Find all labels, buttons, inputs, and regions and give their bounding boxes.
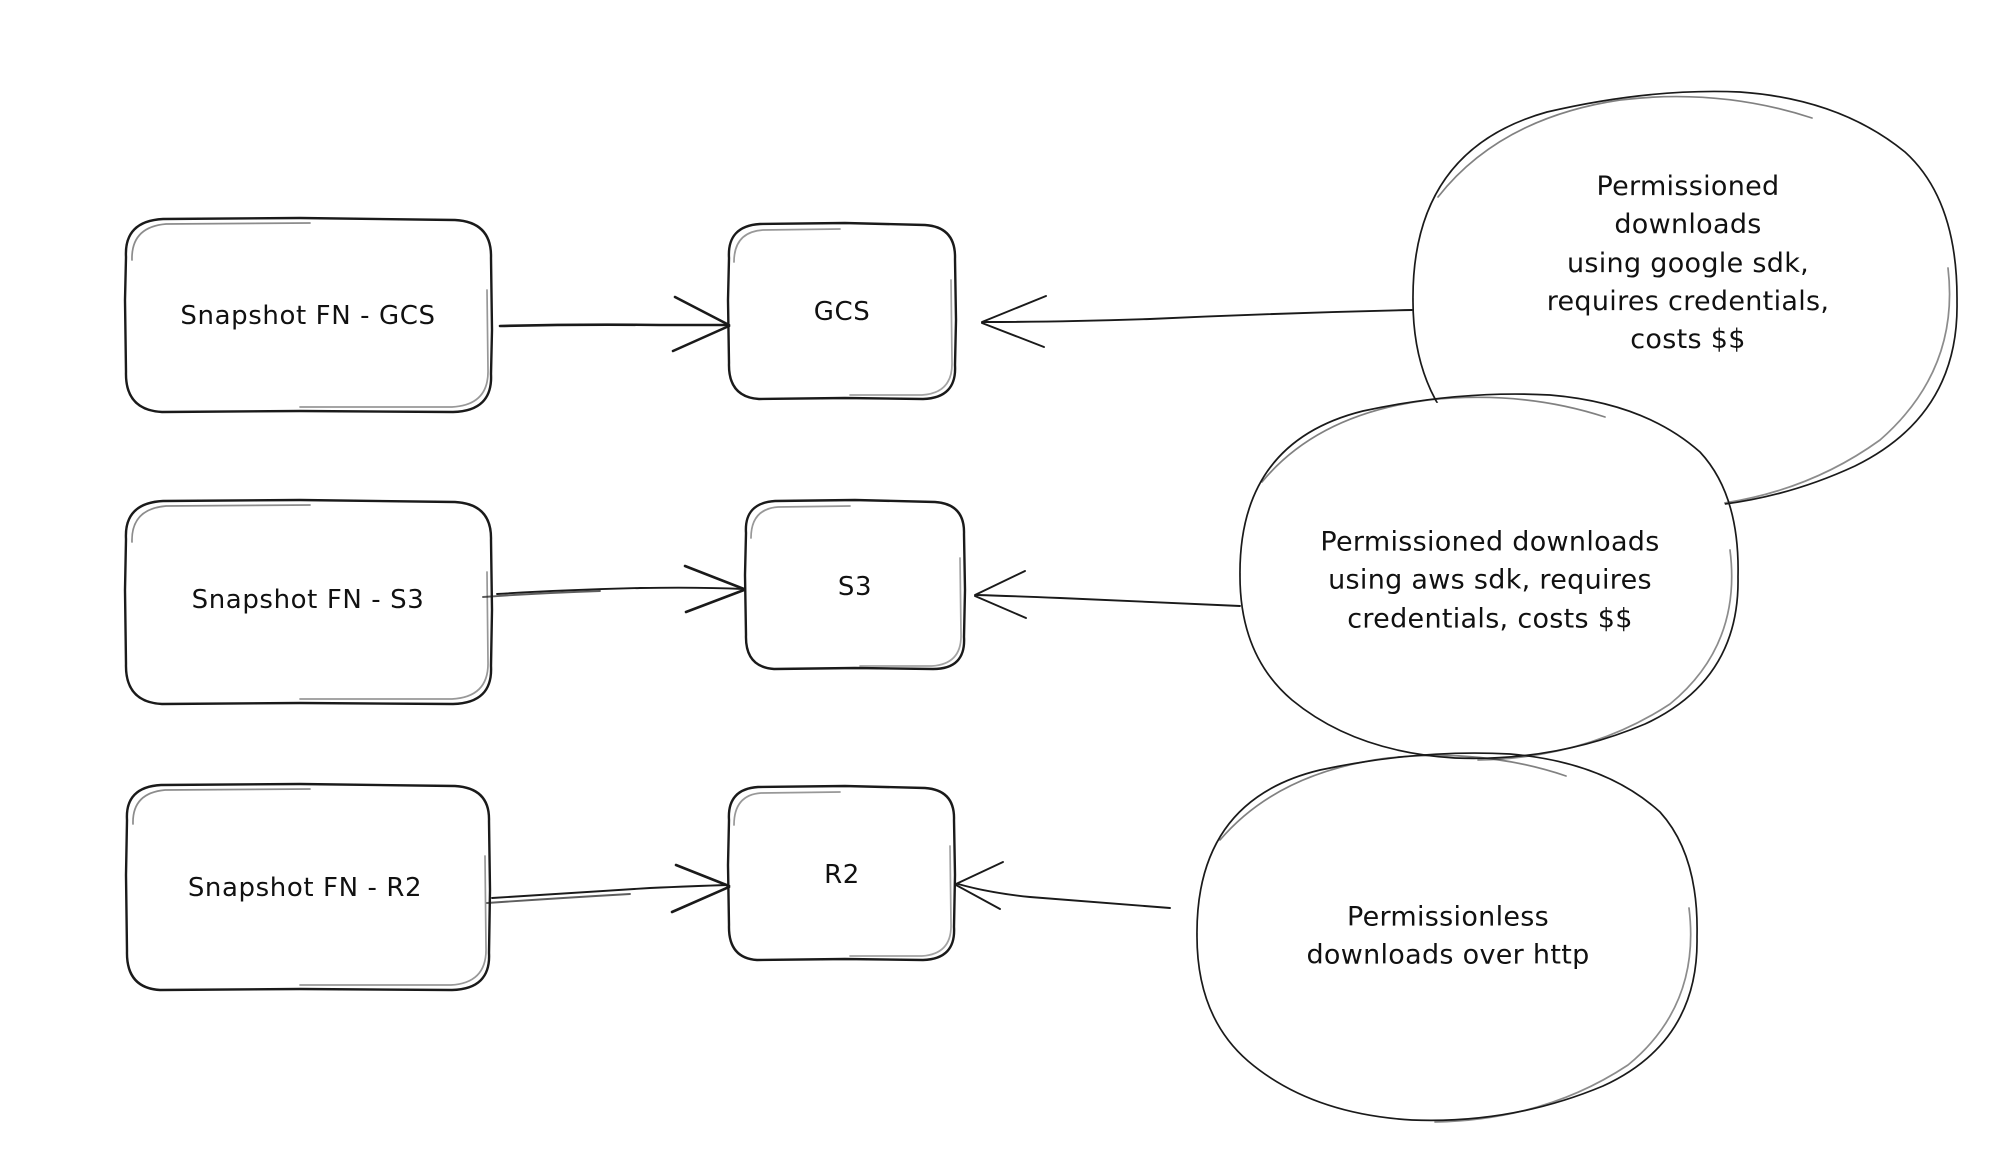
note-r2-downloads: [1196, 752, 1698, 1123]
node-snapshot-fn-r2[interactable]: [124, 782, 492, 992]
arrow-snapshot-gcs-to-gcs: [498, 295, 731, 353]
node-snapshot-fn-gcs[interactable]: [123, 216, 494, 414]
node-gcs[interactable]: [726, 221, 958, 401]
arrow-gcs-note-to-gcs: [981, 295, 1413, 348]
arrow-s3-note-to-s3: [974, 570, 1241, 619]
node-r2[interactable]: [726, 784, 957, 962]
arrow-snapshot-s3-to-s3: [482, 564, 746, 614]
arrow-r2-note-to-r2: [955, 861, 1171, 910]
arrow-snapshot-r2-to-r2: [486, 863, 731, 914]
note-s3-downloads: [1239, 393, 1739, 761]
node-s3[interactable]: [743, 498, 967, 671]
node-snapshot-fn-s3[interactable]: [123, 498, 494, 706]
